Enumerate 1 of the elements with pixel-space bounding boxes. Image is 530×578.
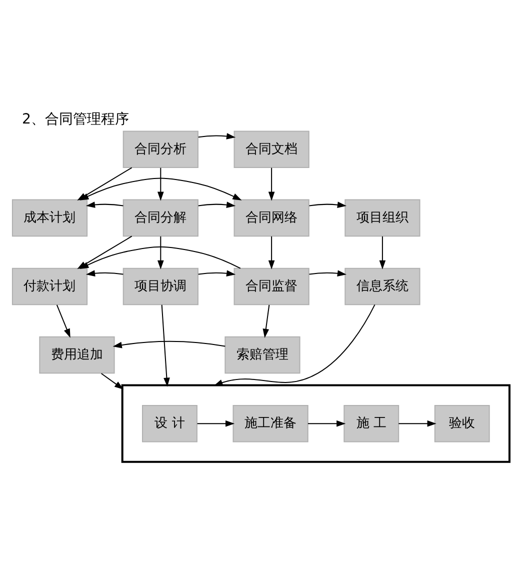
diagram-title: 2、合同管理程序 (22, 111, 129, 128)
